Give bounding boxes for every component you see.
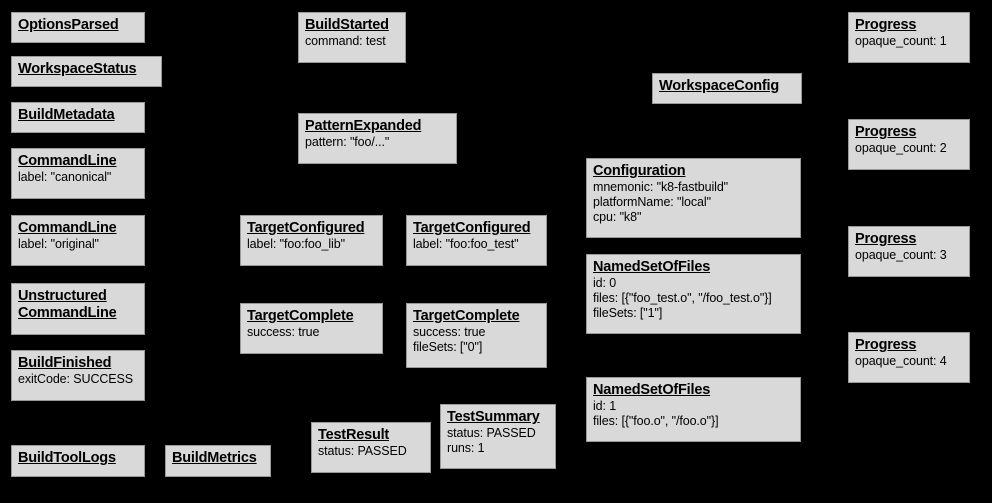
node-field-line: opaque_count: 4 (855, 354, 947, 368)
node-fields: label: "original" (18, 237, 139, 252)
node-field-line: label: "foo:foo_lib" (247, 237, 345, 251)
node-field-line: id: 1 (593, 399, 617, 413)
node-title: BuildMetadata (18, 107, 115, 123)
node-title: PatternExpanded (305, 118, 422, 134)
node-fields: pattern: "foo/..." (305, 135, 451, 150)
node-options-parsed[interactable]: OptionsParsed (11, 12, 145, 43)
node-fields: label: "foo:foo_test" (413, 237, 541, 252)
node-field-line: runs: 1 (447, 441, 485, 455)
node-field-line: exitCode: SUCCESS (18, 372, 134, 386)
node-title: BuildToolLogs (18, 450, 116, 466)
node-build-metadata[interactable]: BuildMetadata (11, 102, 145, 133)
node-title: Configuration (593, 163, 686, 179)
node-field-line: success: true (247, 325, 320, 339)
node-fields: success: true (247, 325, 377, 340)
node-title: OptionsParsed (18, 17, 119, 33)
node-title: Progress (855, 337, 917, 353)
node-field-line: files: [{"foo.o", "/foo.o"}] (593, 414, 719, 428)
node-field-line: status: PASSED (318, 444, 407, 458)
node-fields: opaque_count: 4 (855, 354, 964, 369)
node-title: BuildMetrics (172, 450, 257, 466)
node-field-line: fileSets: ["0"] (413, 340, 483, 354)
node-title: NamedSetOfFiles (593, 259, 711, 275)
node-unstructured-command-line[interactable]: Unstructured CommandLine (11, 283, 145, 335)
node-title: Progress (855, 17, 917, 33)
node-title: TargetComplete (247, 308, 354, 324)
node-build-metrics[interactable]: BuildMetrics (165, 445, 271, 477)
node-field-line: id: 0 (593, 276, 617, 290)
node-title: BuildFinished (18, 355, 112, 371)
node-title: TestSummary (447, 409, 540, 425)
node-title: CommandLine (18, 220, 117, 236)
node-fields: label: "canonical" (18, 170, 139, 185)
node-title: NamedSetOfFiles (593, 382, 711, 398)
node-field-line: label: "original" (18, 237, 99, 251)
node-field-line: success: true (413, 325, 486, 339)
node-field-line: label: "canonical" (18, 170, 112, 184)
node-title: WorkspaceConfig (659, 78, 780, 94)
node-field-line: fileSets: ["1"] (593, 306, 663, 320)
node-title: Progress (855, 231, 917, 247)
node-fields: opaque_count: 3 (855, 248, 964, 263)
node-field-line: command: test (305, 34, 386, 48)
node-fields: opaque_count: 1 (855, 34, 964, 49)
node-field-line: platformName: "local" (593, 195, 711, 209)
node-fields: label: "foo:foo_lib" (247, 237, 377, 252)
node-title: CommandLine (18, 153, 117, 169)
node-workspace-status[interactable]: WorkspaceStatus (11, 56, 162, 87)
node-title: Unstructured CommandLine (18, 288, 117, 321)
node-field-line: opaque_count: 2 (855, 141, 947, 155)
node-title: TargetConfigured (413, 220, 531, 236)
node-title: TestResult (318, 427, 390, 443)
node-fields: opaque_count: 2 (855, 141, 964, 156)
node-fields: mnemonic: "k8-fastbuild"platformName: "l… (593, 180, 795, 225)
node-fields: command: test (305, 34, 400, 49)
node-title: TargetConfigured (247, 220, 365, 236)
node-fields: status: PASSED (318, 444, 425, 459)
node-field-line: pattern: "foo/..." (305, 135, 390, 149)
node-build-tool-logs[interactable]: BuildToolLogs (11, 445, 145, 477)
node-workspace-config[interactable]: WorkspaceConfig (652, 73, 802, 104)
node-field-line: opaque_count: 3 (855, 248, 947, 262)
node-field-line: cpu: "k8" (593, 210, 642, 224)
node-field-line: opaque_count: 1 (855, 34, 947, 48)
node-title: TargetComplete (413, 308, 520, 324)
node-fields: exitCode: SUCCESS (18, 372, 139, 387)
node-title: BuildStarted (305, 17, 389, 33)
node-field-line: mnemonic: "k8-fastbuild" (593, 180, 729, 194)
node-field-line: label: "foo:foo_test" (413, 237, 519, 251)
node-title: Progress (855, 124, 917, 140)
node-field-line: status: PASSED (447, 426, 536, 440)
node-field-line: files: [{"foo_test.o", "/foo_test.o"}] (593, 291, 772, 305)
node-title: WorkspaceStatus (18, 61, 137, 77)
